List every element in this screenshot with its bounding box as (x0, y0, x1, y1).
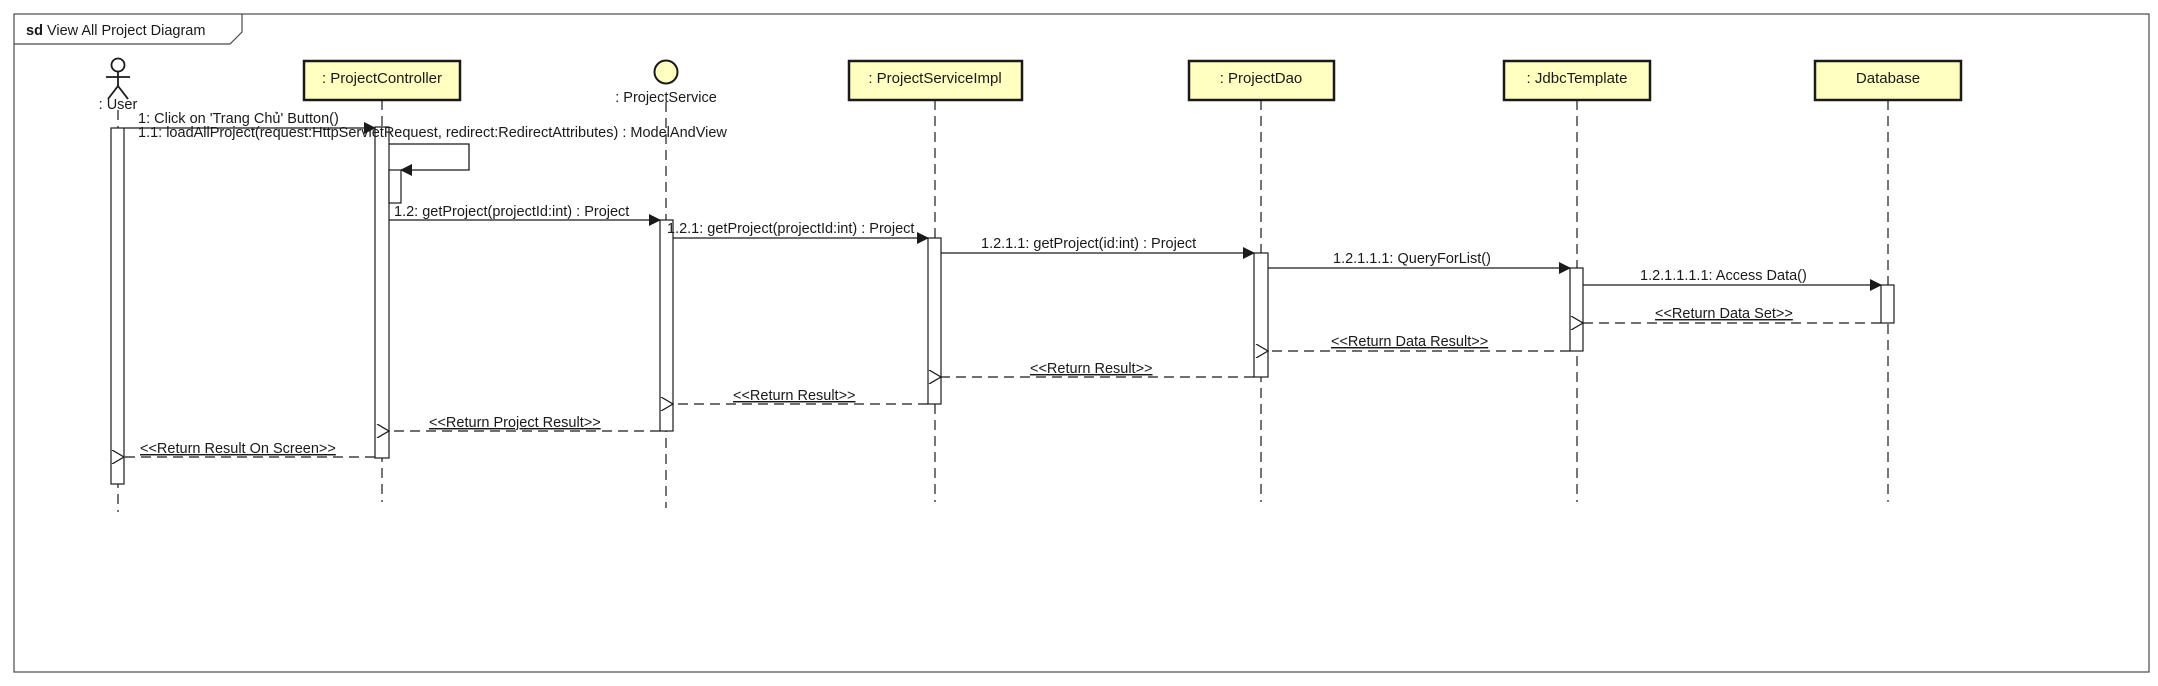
participant-dao[interactable]: : ProjectDao (1187, 59, 1336, 102)
participant-box (1502, 59, 1652, 102)
participant-label: : ProjectController (322, 70, 442, 87)
message-label: 1.2.1.1.1.1: Access Data() (1640, 268, 1807, 284)
message-1-2-1-1-1: 1.2.1.1.1: QueryForList() (1268, 251, 1571, 274)
message-label: 1.2.1: getProject(projectId:int) : Proje… (667, 221, 914, 237)
message-1-2-1-1-1-1: 1.2.1.1.1.1: Access Data() (1583, 268, 1882, 291)
message-label: 1.2.1.1.1: QueryForList() (1333, 251, 1491, 267)
return-result-dao: <<Return Result>> (941, 361, 1254, 377)
activation-controller (374, 126, 390, 459)
activation-user (110, 127, 125, 485)
interface-icon (653, 59, 679, 85)
participant-box (302, 59, 462, 102)
return-data-result: <<Return Data Result>> (1268, 334, 1570, 351)
message-label: <<Return Data Set>> (1655, 306, 1793, 322)
activation-serviceimpl (927, 237, 942, 405)
participant-label: : ProjectService (615, 90, 717, 106)
message-label: <<Return Result On Screen>> (140, 441, 336, 457)
message-label: <<Return Data Result>> (1331, 334, 1488, 350)
message-label: 1.2: getProject(projectId:int) : Project (394, 204, 629, 220)
return-data-set: <<Return Data Set>> (1583, 306, 1881, 323)
participant-user[interactable]: : User (99, 57, 138, 114)
return-result-serviceimpl: <<Return Result>> (673, 388, 928, 404)
participant-label: : ProjectDao (1220, 70, 1303, 87)
frame-title: sd View All Project Diagram (26, 23, 205, 39)
message-label: 1.2.1.1: getProject(id:int) : Project (981, 236, 1196, 252)
participant-label: Database (1856, 70, 1920, 87)
message-1-2-1-1: 1.2.1.1: getProject(id:int) : Project (941, 236, 1255, 259)
message-1-2: 1.2: getProject(projectId:int) : Project (389, 204, 661, 226)
message-label: <<Return Result>> (1030, 361, 1153, 377)
participant-label: : ProjectServiceImpl (868, 70, 1001, 87)
activation-jdbc (1569, 267, 1584, 352)
activation-service (659, 219, 674, 432)
participant-service[interactable]: : ProjectService (615, 59, 717, 107)
actor-icon (106, 57, 130, 100)
participant-label: : JdbcTemplate (1527, 70, 1628, 87)
message-1-1-self: 1.1: loadAllProject(request:HttpServletR… (138, 125, 727, 176)
participant-label: : User (99, 97, 138, 113)
message-1: 1: Click on 'Trang Chủ' Button() (124, 111, 376, 134)
participant-box (847, 59, 1024, 102)
participant-controller[interactable]: : ProjectController (302, 59, 462, 102)
activation-db (1880, 284, 1895, 324)
participant-jdbc[interactable]: : JdbcTemplate (1502, 59, 1652, 102)
message-1-2-1: 1.2.1: getProject(projectId:int) : Proje… (667, 221, 929, 244)
message-label: <<Return Result>> (733, 388, 856, 404)
participant-box (1813, 59, 1963, 102)
message-label: 1: Click on 'Trang Chủ' Button() (138, 111, 339, 127)
participant-box (1187, 59, 1336, 102)
activation-dao (1253, 252, 1269, 378)
return-project-result: <<Return Project Result>> (389, 415, 660, 431)
activation-controller-self (388, 169, 402, 204)
diagram-frame: sd View All Project Diagram (13, 13, 2150, 673)
activations (110, 126, 1895, 485)
message-label: <<Return Project Result>> (429, 415, 601, 431)
participant-db[interactable]: Database (1813, 59, 1963, 102)
participant-serviceimpl[interactable]: : ProjectServiceImpl (847, 59, 1024, 102)
return-result-on-screen: <<Return Result On Screen>> (124, 441, 375, 457)
message-label: 1.1: loadAllProject(request:HttpServletR… (138, 125, 727, 141)
